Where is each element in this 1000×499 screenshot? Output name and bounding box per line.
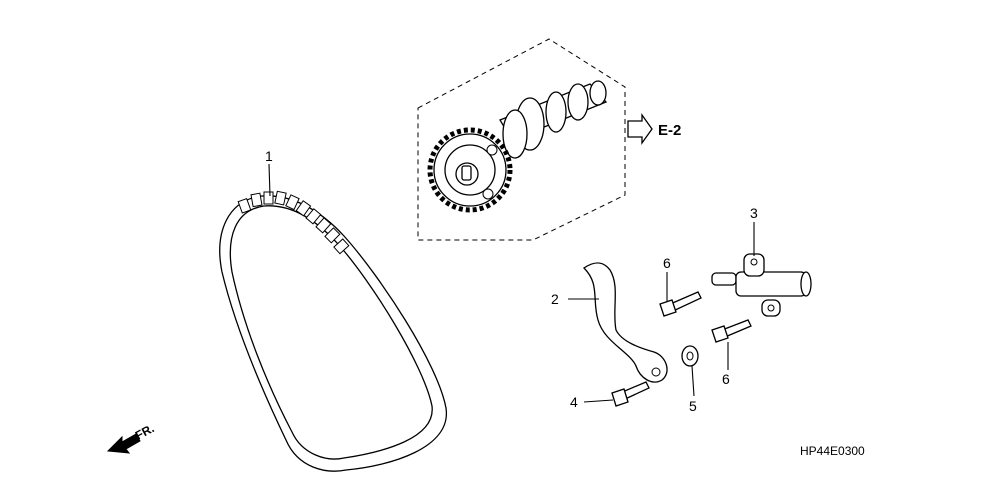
- callout-guide: 2: [551, 291, 559, 307]
- chain-links: [237, 190, 350, 255]
- callout-bolt-upper: 6: [663, 255, 671, 271]
- callout-washer: 5: [689, 398, 697, 414]
- reference-arrow-icon: [627, 112, 653, 146]
- bolt-lower: [711, 319, 752, 370]
- front-arrow-icon: [106, 433, 141, 454]
- cam-sprocket: [427, 127, 513, 213]
- bolt-guide: [583, 381, 650, 407]
- chain-guide: [568, 262, 668, 383]
- diagram-code: HP44E0300: [800, 444, 865, 458]
- camshaft-assembly: [417, 38, 653, 241]
- camshaft: [499, 80, 608, 159]
- washer: [681, 345, 699, 397]
- cam-chain: [219, 163, 447, 472]
- bolt-upper: [659, 272, 702, 317]
- callout-chain: 1: [265, 148, 273, 164]
- chain-tensioner: [711, 222, 812, 317]
- callout-tensioner: 3: [750, 205, 758, 221]
- callout-bolt-lower: 6: [722, 371, 730, 387]
- camshaft-group-frame: [417, 38, 626, 241]
- reference-label: E-2: [658, 122, 681, 139]
- callout-bolt-guide: 4: [570, 394, 578, 410]
